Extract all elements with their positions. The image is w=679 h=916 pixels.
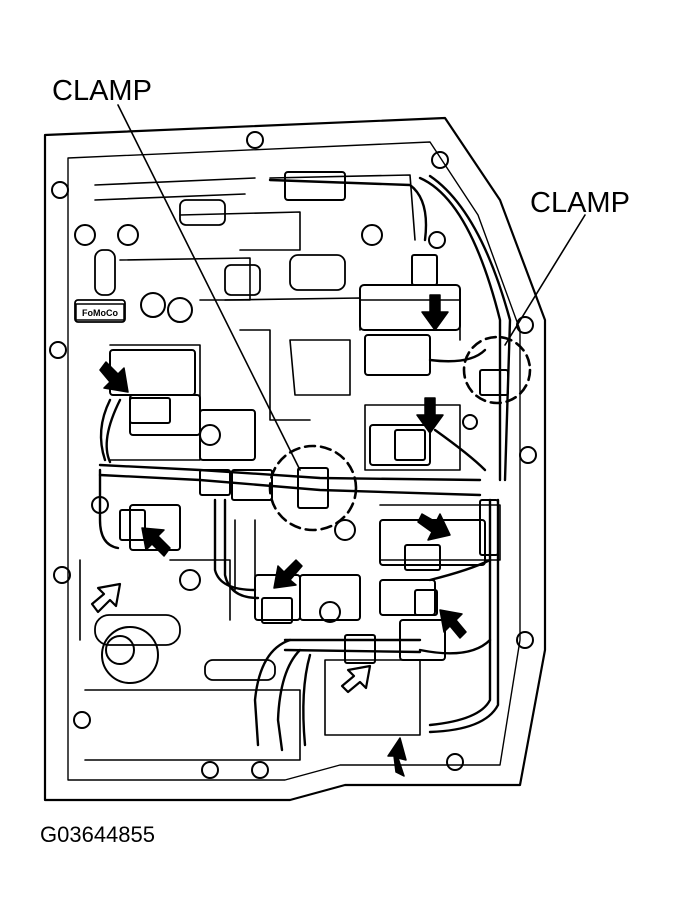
logo-text: FoMoCo bbox=[82, 308, 118, 318]
arrow-indicator bbox=[416, 397, 444, 434]
leader-line-right-clamp bbox=[504, 214, 586, 346]
clamp-label-right: CLAMP bbox=[530, 187, 630, 219]
leader-line-left-clamp bbox=[117, 104, 301, 471]
wiring-harness bbox=[98, 174, 512, 752]
clamp-circle-right bbox=[462, 335, 532, 405]
arrow-indicator bbox=[141, 527, 171, 557]
figure-id: G03644855 bbox=[40, 822, 155, 847]
arrow-indicator bbox=[99, 361, 129, 393]
valve-bores bbox=[74, 199, 346, 681]
valve-body-outline bbox=[43, 116, 547, 802]
bolt-holes bbox=[49, 131, 537, 779]
arrow-indicator bbox=[421, 294, 449, 331]
arrow-indicator bbox=[439, 609, 467, 639]
hollow-arrow-indicator bbox=[340, 664, 372, 694]
fomoco-logo: FoMoCo bbox=[75, 303, 125, 321]
clamp-label-left: CLAMP bbox=[52, 75, 152, 107]
clamp-circle-center bbox=[268, 444, 358, 532]
valve-body-inner-outline bbox=[67, 141, 521, 781]
hollow-arrow-indicator bbox=[90, 582, 122, 614]
arrow-indicator bbox=[387, 737, 407, 777]
arrow-indicator bbox=[273, 559, 303, 589]
arrow-indicator bbox=[417, 513, 451, 541]
connectors bbox=[119, 171, 509, 664]
